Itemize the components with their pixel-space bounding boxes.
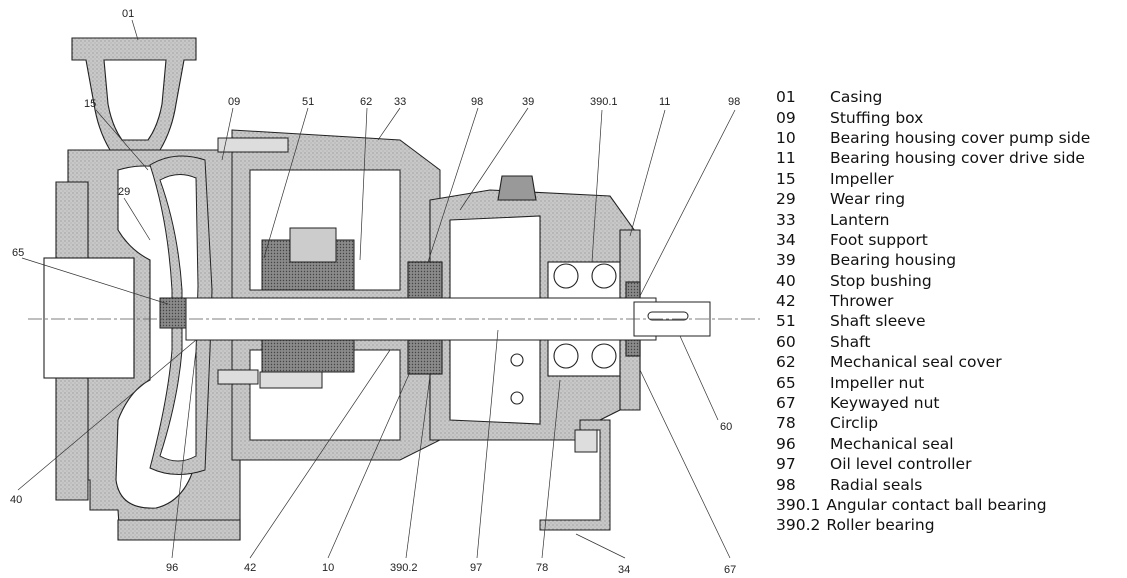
callout-98-right: 98 bbox=[728, 96, 741, 108]
legend-code: 42 bbox=[776, 292, 796, 311]
callout-96: 96 bbox=[166, 562, 179, 574]
legend-row: 34 Foot support bbox=[776, 230, 1126, 250]
legend-code: 390.2 bbox=[776, 516, 821, 535]
legend-desc: Impeller nut bbox=[830, 373, 925, 392]
callout-29: 29 bbox=[118, 186, 131, 198]
callout-34: 34 bbox=[618, 564, 631, 576]
legend-row: 10 Bearing housing cover pump side bbox=[776, 128, 1126, 148]
legend-code: 33 bbox=[776, 210, 796, 229]
legend-code: 67 bbox=[776, 394, 796, 413]
legend-row: 29 Wear ring bbox=[776, 189, 1126, 209]
legend-code: 34 bbox=[776, 230, 796, 249]
legend-code: 15 bbox=[776, 169, 796, 188]
legend-desc: Stop bushing bbox=[830, 271, 932, 290]
mechanical-seal bbox=[261, 227, 355, 373]
callout-33: 33 bbox=[394, 96, 407, 108]
legend-row: 67 Keywayed nut bbox=[776, 393, 1126, 413]
legend-row: 33 Lantern bbox=[776, 209, 1126, 229]
callout-97: 97 bbox=[470, 562, 483, 574]
callout-15: 15 bbox=[84, 98, 97, 110]
legend-row: 62 Mechanical seal cover bbox=[776, 352, 1126, 372]
legend-code: 51 bbox=[776, 312, 796, 331]
legend-row: 390.2 Roller bearing bbox=[776, 515, 1126, 535]
legend-desc: Wear ring bbox=[830, 190, 906, 209]
legend-desc: Angular contact ball bearing bbox=[826, 496, 1047, 514]
legend-desc: Roller bearing bbox=[826, 516, 935, 535]
legend-code: 65 bbox=[776, 373, 796, 392]
foot-support bbox=[539, 419, 611, 531]
legend-code: 62 bbox=[776, 353, 796, 372]
legend-code: 96 bbox=[776, 434, 796, 453]
legend-desc: Keywayed nut bbox=[830, 394, 940, 413]
leader-lines bbox=[17, 19, 736, 559]
callout-65: 65 bbox=[12, 247, 25, 259]
legend-desc: Shaft sleeve bbox=[830, 312, 926, 331]
legend-code: 40 bbox=[776, 271, 796, 290]
callout-51: 51 bbox=[302, 96, 315, 108]
legend-row: 11 Bearing housing cover drive side bbox=[776, 148, 1126, 168]
legend-code: 390.1 bbox=[776, 496, 821, 514]
legend-desc: Bearing housing cover pump side bbox=[830, 128, 1091, 147]
callout-09: 09 bbox=[228, 96, 241, 108]
legend-code: 39 bbox=[776, 251, 796, 270]
legend-desc: Thrower bbox=[830, 292, 894, 311]
callout-10: 10 bbox=[322, 562, 335, 574]
callout-01: 01 bbox=[122, 8, 135, 20]
callout-11: 11 bbox=[659, 96, 671, 108]
legend-row: 39 Bearing housing bbox=[776, 250, 1126, 270]
legend-row: 51 Shaft sleeve bbox=[776, 311, 1126, 331]
legend-desc: Shaft bbox=[830, 332, 871, 351]
impeller bbox=[149, 155, 213, 475]
callout-62: 62 bbox=[360, 96, 373, 108]
legend-desc: Casing bbox=[830, 88, 883, 107]
legend-row: 01 Casing bbox=[776, 87, 1126, 107]
legend-row: 09 Stuffing box bbox=[776, 107, 1126, 127]
callout-78: 78 bbox=[536, 562, 549, 574]
legend-row: 42 Thrower bbox=[776, 291, 1126, 311]
legend-desc: Circlip bbox=[830, 414, 879, 433]
legend-code: 98 bbox=[776, 475, 796, 494]
legend-code: 09 bbox=[776, 108, 796, 127]
callout-390-2: 390.2 bbox=[390, 562, 418, 574]
callout-42: 42 bbox=[244, 562, 257, 574]
callout-67: 67 bbox=[724, 564, 737, 576]
legend-row: 78 Circlip bbox=[776, 413, 1126, 433]
legend-code: 11 bbox=[776, 149, 796, 168]
legend-desc: Radial seals bbox=[830, 475, 923, 494]
legend-row: 96 Mechanical seal bbox=[776, 434, 1126, 454]
legend-code: 01 bbox=[776, 88, 796, 107]
callout-98-top: 98 bbox=[471, 96, 484, 108]
legend-desc: Oil level controller bbox=[830, 455, 972, 474]
lantern bbox=[217, 129, 441, 461]
legend-row: 98 Radial seals bbox=[776, 474, 1126, 494]
callout-60: 60 bbox=[720, 421, 733, 433]
callout-39: 39 bbox=[522, 96, 535, 108]
legend-desc: Stuffing box bbox=[830, 108, 924, 127]
legend-row: 15 Impeller bbox=[776, 169, 1126, 189]
legend-code: 78 bbox=[776, 414, 796, 433]
legend-desc: Foot support bbox=[830, 230, 928, 249]
legend-desc: Mechanical seal cover bbox=[830, 353, 1002, 372]
legend-row: 390.1 Angular contact ball bearing bbox=[776, 495, 1126, 515]
pump-cross-section-drawing bbox=[17, 19, 760, 559]
callout-40: 40 bbox=[10, 494, 23, 506]
legend-row: 65 Impeller nut bbox=[776, 372, 1126, 392]
legend-row: 60 Shaft bbox=[776, 332, 1126, 352]
legend-code: 60 bbox=[776, 332, 796, 351]
legend-code: 10 bbox=[776, 128, 796, 147]
legend-row: 97 Oil level controller bbox=[776, 454, 1126, 474]
legend-desc: Bearing housing cover drive side bbox=[830, 149, 1085, 168]
legend-desc: Mechanical seal bbox=[830, 434, 954, 453]
legend-code: 29 bbox=[776, 190, 796, 209]
legend-desc: Impeller bbox=[830, 169, 894, 188]
legend-desc: Bearing housing bbox=[830, 251, 957, 270]
legend-desc: Lantern bbox=[830, 210, 890, 229]
callout-390-1: 390.1 bbox=[590, 96, 618, 108]
legend-code: 97 bbox=[776, 455, 796, 474]
legend-row: 40 Stop bushing bbox=[776, 271, 1126, 291]
